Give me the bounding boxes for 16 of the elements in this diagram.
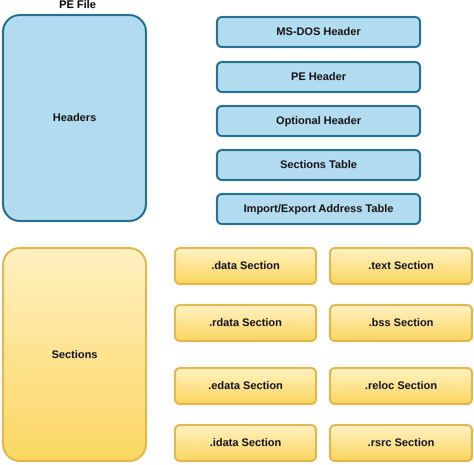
section-box: Import/Export Address Table [216, 193, 421, 225]
section-box: .idata Section [174, 424, 317, 462]
group-box: Sections [2, 247, 147, 462]
section-box: .rsrc Section [329, 424, 473, 462]
section-box: .rdata Section [174, 304, 317, 342]
group-box: Headers [2, 14, 147, 222]
section-box: .edata Section [174, 367, 317, 405]
section-box: PE Header [216, 61, 421, 93]
section-box: Optional Header [216, 105, 421, 137]
section-box: .bss Section [329, 304, 473, 342]
section-box: .text Section [329, 247, 473, 285]
section-box: .data Section [174, 247, 317, 285]
section-box: .reloc Section [329, 367, 473, 405]
diagram-title: PE File [58, 0, 97, 11]
section-box: Sections Table [216, 149, 421, 181]
section-box: MS-DOS Header [216, 16, 421, 48]
